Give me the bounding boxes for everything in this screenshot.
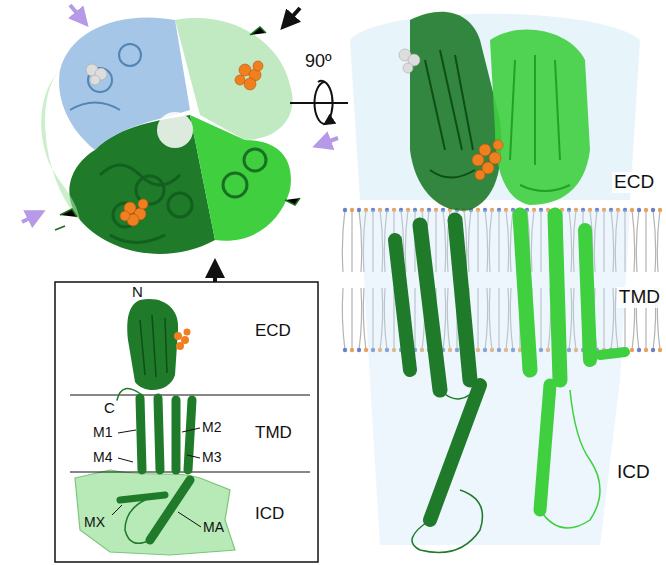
subunit-faded xyxy=(41,70,80,220)
lipid-tail xyxy=(636,210,639,272)
ligand-spheres xyxy=(120,61,263,226)
structure-label: ICD xyxy=(615,462,652,483)
ligand-spheres xyxy=(472,140,503,180)
lipid-head xyxy=(637,208,641,212)
icd-region xyxy=(75,470,235,555)
lipid-head xyxy=(350,208,354,212)
glycans xyxy=(55,27,300,230)
lipid-head xyxy=(637,348,641,352)
structure-label: M3 xyxy=(202,450,221,465)
lipid-tail xyxy=(342,288,345,350)
loops xyxy=(412,385,483,553)
structure-label: ECD xyxy=(255,322,291,341)
lipid-tail xyxy=(657,210,660,272)
pore xyxy=(157,112,193,148)
ecd-light xyxy=(490,30,590,205)
interface-arrow xyxy=(22,212,42,222)
side-view xyxy=(350,12,640,553)
helix-outlines xyxy=(100,149,266,243)
structure-label: C xyxy=(104,400,115,417)
beta-sheets xyxy=(425,50,475,178)
loops xyxy=(540,390,600,528)
boundary-line xyxy=(70,394,310,395)
structure-label: TMD xyxy=(617,287,662,308)
lipid-head xyxy=(343,348,347,352)
subunit-light-green xyxy=(190,115,291,241)
ecd-dark xyxy=(410,12,501,211)
faded-subunits xyxy=(360,210,630,545)
lipid-tail xyxy=(653,210,656,272)
lipid-tail xyxy=(342,210,345,272)
lipid-head xyxy=(644,208,648,212)
structure-label: M2 xyxy=(202,420,221,435)
beta-sheets xyxy=(510,55,570,191)
structure-label: ICD xyxy=(255,505,284,524)
beta-sheets xyxy=(140,315,167,377)
helix-outlines xyxy=(70,44,141,110)
ligand-spheres-faded xyxy=(399,49,420,73)
structure-label: N xyxy=(132,284,143,301)
lipid-tail xyxy=(351,210,352,272)
lipid-head xyxy=(658,208,662,212)
interface-arrow xyxy=(70,5,86,24)
top-view xyxy=(22,5,338,285)
structure-label: ECD xyxy=(612,172,656,193)
lipid-head xyxy=(364,348,368,352)
lipid-head xyxy=(343,208,347,212)
structure-label: M4 xyxy=(93,450,112,465)
ligand-spheres-faded xyxy=(86,64,107,85)
rotation-symbol xyxy=(290,81,348,124)
lipid-head xyxy=(350,348,354,352)
structure-label: M1 xyxy=(93,425,112,440)
interface-arrow xyxy=(316,138,338,146)
lipid-tail xyxy=(359,288,362,350)
helices xyxy=(395,215,625,520)
lipid-head xyxy=(658,348,662,352)
inset-helices xyxy=(117,389,192,544)
structure-label: MA xyxy=(203,520,224,535)
structure-label: TMD xyxy=(255,424,292,443)
inset-frame xyxy=(55,282,318,562)
inset-ecd xyxy=(127,299,178,390)
view-arrow xyxy=(283,8,300,27)
lipid-tail xyxy=(351,288,352,350)
lipid-head xyxy=(630,208,634,212)
lipid-head xyxy=(651,348,655,352)
subunit-dark-green xyxy=(69,115,215,254)
inset-panel xyxy=(55,282,318,562)
lipid-head xyxy=(630,348,634,352)
lipid-head xyxy=(651,208,655,212)
structure-label: 90º xyxy=(305,52,332,72)
lipid-head xyxy=(357,348,361,352)
lipid-head xyxy=(644,348,648,352)
leader-lines xyxy=(112,428,201,527)
lipid-tail xyxy=(632,210,635,272)
lipid-tail xyxy=(645,210,646,272)
structure-label: MX xyxy=(84,515,105,530)
ligand-spheres xyxy=(174,329,191,351)
